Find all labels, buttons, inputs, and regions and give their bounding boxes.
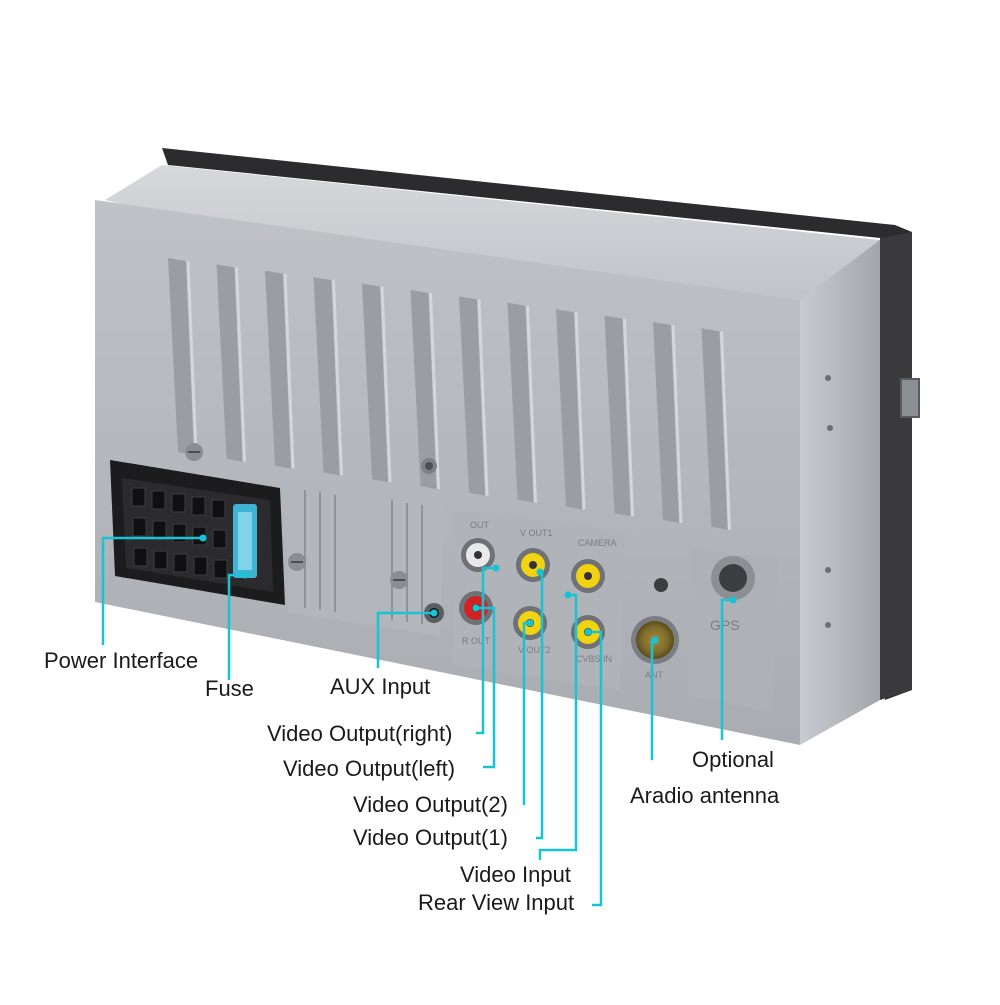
connector-pin: [213, 559, 228, 579]
heat-sink-fin-edge: [623, 318, 634, 517]
vent-plate: [285, 482, 445, 636]
connector-pin: [172, 523, 187, 543]
screw: [288, 553, 306, 571]
volume-knob: [900, 378, 920, 418]
screw: [185, 443, 203, 461]
connector-pin: [133, 547, 148, 567]
heat-sink-fin-edge: [477, 299, 489, 496]
connector-pin: [211, 499, 226, 519]
side-screw: [825, 375, 831, 381]
callout-power-interface: [101, 536, 203, 645]
label-optional: Optional: [692, 747, 774, 772]
callout-video-input: [538, 593, 578, 860]
heat-sink-fin: [507, 302, 534, 503]
connector-pin: [212, 529, 227, 549]
gps-panel: [688, 548, 778, 712]
r-out-marking: R OUT: [462, 636, 491, 646]
label-video-output-right: Video Output(right): [267, 721, 453, 746]
connector-pin: [151, 490, 166, 510]
heat-sink-fin-edge: [671, 324, 683, 524]
callout-aux-input: [376, 611, 434, 668]
screw: [390, 571, 408, 589]
label-aux-input: AUX Input: [330, 674, 431, 699]
callout-rear-view-input: [588, 630, 603, 907]
side-screw: [827, 425, 833, 431]
heat-sink-fin-edge: [429, 292, 440, 490]
v-out2-marking: V OUT2: [518, 645, 551, 655]
callout-video-output-left: [476, 606, 496, 769]
ant-marking: ANT: [645, 670, 664, 680]
heat-sink-fin: [604, 315, 631, 517]
label-fuse: Fuse: [205, 676, 254, 701]
heat-sink-fin: [362, 283, 388, 483]
panel-markings: GPS ANT R OUT V OUT2 CVBS IN OUT V OUT1 …: [462, 520, 740, 680]
label-aradio-antenna: Aradio antenna: [630, 783, 780, 808]
heat-sink-fin-edge: [574, 312, 586, 510]
heat-sink-fin: [265, 270, 291, 469]
heat-sink-fin-edge: [186, 260, 198, 456]
cvbs-in-marking: CVBS IN: [576, 654, 612, 664]
connector-pin: [171, 493, 186, 513]
heat-sink-fin-edge: [526, 305, 537, 503]
heat-sink-fin: [459, 296, 485, 496]
heat-sink-fin-edge: [332, 280, 343, 476]
connector-pin: [131, 487, 146, 507]
heat-sink-fin-edge: [283, 273, 295, 469]
housing-side: [800, 240, 880, 745]
side-screw: [825, 622, 831, 628]
connector-pin: [191, 496, 206, 516]
heat-sink-fin: [168, 258, 194, 455]
heat-sink-fin: [556, 309, 582, 510]
label-video-input: Video Input: [460, 862, 571, 887]
connector-pin: [153, 550, 168, 570]
heat-sink-fins: [168, 258, 731, 530]
out-marking: OUT: [470, 520, 490, 530]
callout-video-output-right: [476, 566, 496, 735]
v-out1-marking: V OUT1: [520, 528, 553, 538]
connector-pin: [132, 517, 147, 537]
heat-sink-fin: [701, 328, 728, 530]
connector-pin: [193, 556, 208, 576]
callout-fuse: [227, 573, 245, 680]
label-power-interface: Power Interface: [44, 648, 199, 673]
heat-sink-fin: [410, 290, 437, 489]
label-video-output-1: Video Output(1): [353, 825, 508, 850]
gps-socket: [711, 556, 755, 600]
heat-sink-fin-edge: [720, 331, 731, 530]
label-video-output-left: Video Output(left): [283, 756, 456, 781]
connector-pin: [152, 520, 167, 540]
label-video-output-2: Video Output(2): [353, 792, 508, 817]
connector-pin: [173, 553, 188, 573]
callout-optional: [720, 598, 733, 740]
heat-sink-fin-edge: [235, 267, 246, 462]
small-jack: [654, 578, 668, 592]
heat-sink-fin: [313, 277, 340, 476]
heat-sink-fin: [653, 322, 679, 523]
rca-jack-white: [461, 538, 495, 572]
gps-marking: GPS: [710, 617, 740, 633]
label-rear-view-input: Rear View Input: [418, 890, 575, 915]
heat-sink-fin: [216, 264, 243, 462]
camera-marking: CAMERA: [578, 538, 617, 548]
heat-sink-fin-edge: [380, 286, 392, 483]
fuse: [233, 504, 257, 578]
side-screw: [825, 567, 831, 573]
rca-jack-yellow: [516, 548, 550, 582]
rca-jack-yellow: [571, 559, 605, 593]
